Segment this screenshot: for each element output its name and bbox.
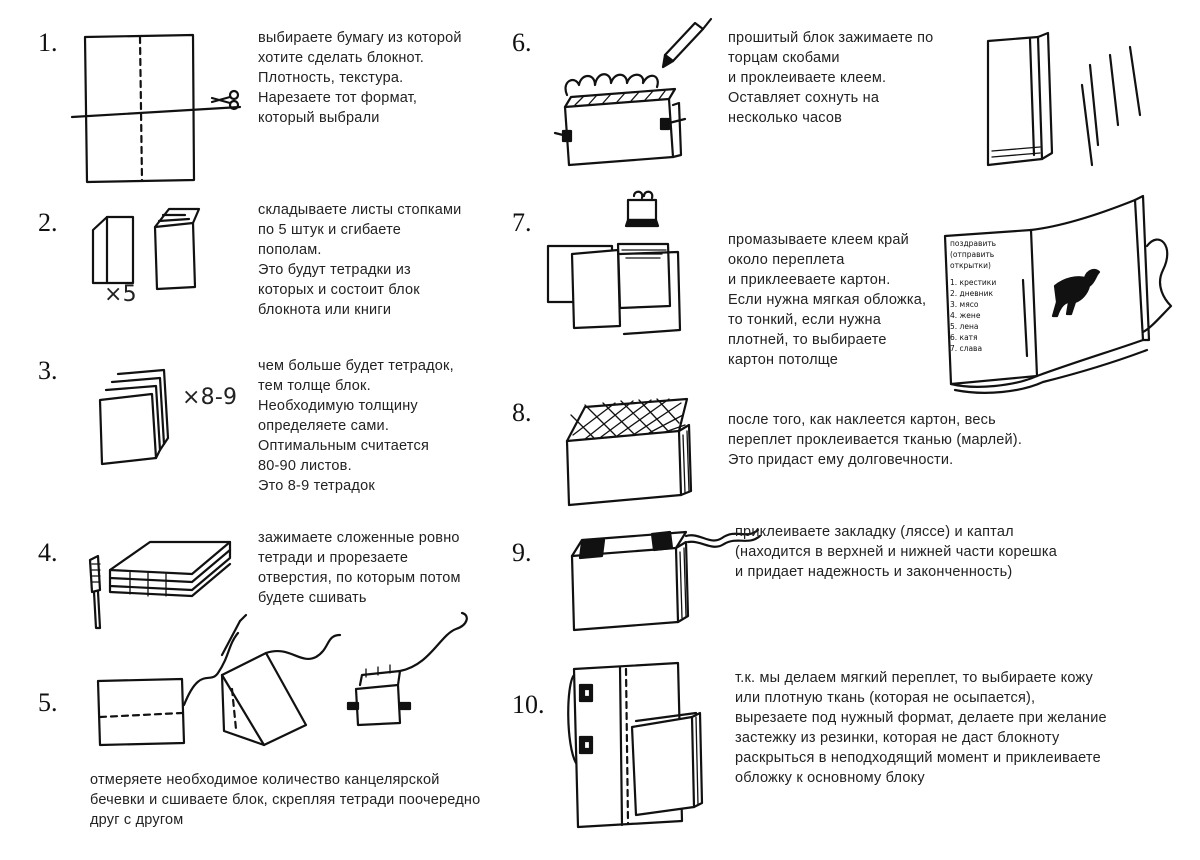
scissors-icon (210, 89, 240, 111)
book-page-line: открытки) (950, 261, 991, 270)
step-3-text: чем больше будет тетрадок, тем толще бло… (258, 358, 454, 494)
step-1-text: выбираете бумагу из которой хотите сдела… (258, 30, 462, 126)
step-8-number: 8. (512, 398, 532, 427)
step-6-gluing-sketch (553, 17, 713, 167)
book-page-line: 4. жене (950, 311, 981, 320)
book-page-line: (отправить (950, 250, 995, 259)
step-3-stack-sketch (98, 368, 170, 466)
step-6-block-with-clips-sketch (986, 31, 1142, 167)
step-4-text: зажимаете сложенные ровно тетради и прор… (258, 530, 461, 606)
step-7-text: промазываете клеем край около переплета … (728, 232, 927, 368)
step-6-text: прошитый блок зажимаете по торцам скобам… (728, 30, 934, 126)
step-8-text: после того, как наклеется картон, весь п… (728, 412, 1023, 468)
step-2-multiplier: ×5 (104, 282, 137, 307)
step-3-number: 3. (38, 356, 58, 385)
step-10-text: т.к. мы делаем мягкий переплет, то выбир… (735, 670, 1107, 786)
step-2-folded-sheets-sketch (91, 207, 201, 291)
step-5-sewing-sketch (96, 611, 468, 747)
step-1-number: 1. (38, 28, 58, 57)
step-10-cover-sketch (567, 661, 704, 829)
step-7-open-book-sketch (943, 194, 1173, 394)
step-9-number: 9. (512, 538, 532, 567)
book-page-list: поздравить (отправить открытки) 1. крест… (950, 238, 1030, 354)
step-10-number: 10. (512, 690, 545, 719)
book-page-line: 6. катя (950, 333, 978, 342)
step-5-number: 5. (38, 688, 58, 717)
step-2-text: складываете листы стопками по 5 штук и с… (258, 202, 462, 318)
step-1-paper-sketch (70, 33, 242, 184)
book-page-line: 1. крестики (950, 278, 997, 287)
step-5-text: отмеряете необходимое количество канцеля… (90, 772, 481, 828)
step-6-number: 6. (512, 28, 532, 57)
step-9-bookmark-sketch (570, 528, 762, 632)
book-page-line: 5. лена (950, 322, 979, 331)
step-7-number: 7. (512, 208, 532, 237)
book-page-line: поздравить (950, 239, 997, 248)
book-page-line: 3. мясо (950, 300, 979, 309)
step-7-cardboard-sketch (546, 190, 682, 336)
book-page-line: 2. дневник (950, 289, 993, 298)
step-8-gauze-sketch (565, 397, 693, 507)
step-4-number: 4. (38, 538, 58, 567)
step-4-punching-sketch (88, 540, 232, 630)
step-2-number: 2. (38, 208, 58, 237)
book-page-line: 7. слава (950, 344, 983, 353)
step-9-text: приклеиваете закладку (ляссе) и каптал (… (735, 524, 1058, 580)
step-3-multiplier: ×8-9 (182, 385, 238, 410)
